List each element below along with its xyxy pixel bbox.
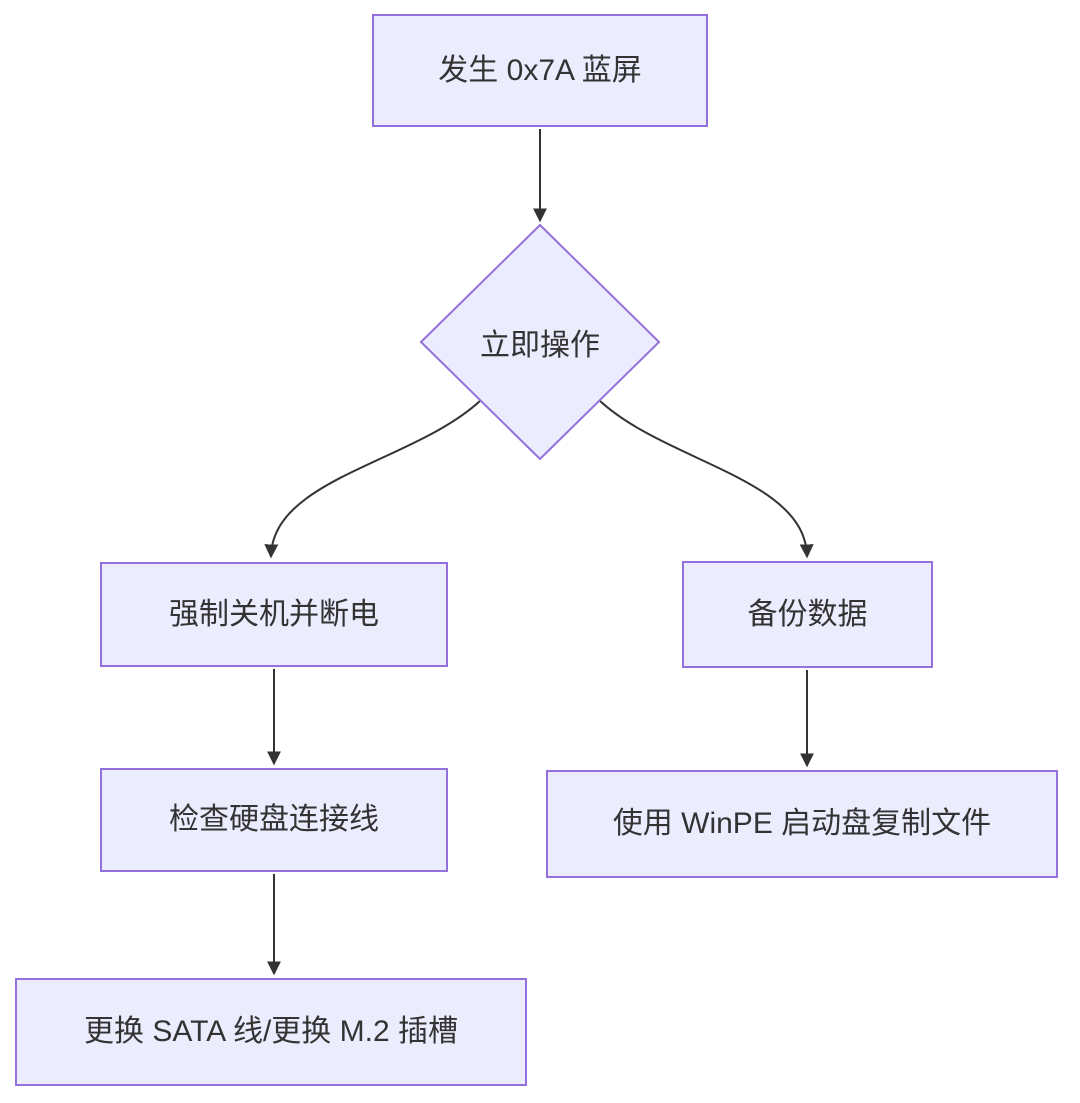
node-decision-label: 立即操作 (480, 329, 600, 362)
node-decision: 立即操作 (430, 320, 650, 364)
node-shutdown-label: 强制关机并断电 (169, 597, 379, 631)
node-backup-label: 备份数据 (747, 597, 868, 631)
node-start-label: 发生 0x7A 蓝屏 (438, 53, 642, 87)
node-check-cable: 检查硬盘连接线 (100, 768, 448, 872)
node-winpe-copy-label: 使用 WinPE 启动盘复制文件 (612, 807, 992, 840)
node-replace-parts: 更换 SATA 线/更换 M.2 插槽 (15, 978, 527, 1086)
decision-diamond-shape (419, 223, 661, 461)
node-winpe-copy: 使用 WinPE 启动盘复制文件 (546, 770, 1058, 878)
node-replace-parts-label: 更换 SATA 线/更换 M.2 插槽 (84, 1015, 458, 1048)
edge-decision-to-shutdown (264, 399, 482, 559)
node-start: 发生 0x7A 蓝屏 (372, 14, 708, 127)
edge-decision-to-backup (598, 399, 814, 559)
node-shutdown: 强制关机并断电 (100, 562, 448, 667)
node-check-cable-label: 检查硬盘连接线 (169, 803, 379, 836)
node-backup: 备份数据 (682, 561, 933, 668)
